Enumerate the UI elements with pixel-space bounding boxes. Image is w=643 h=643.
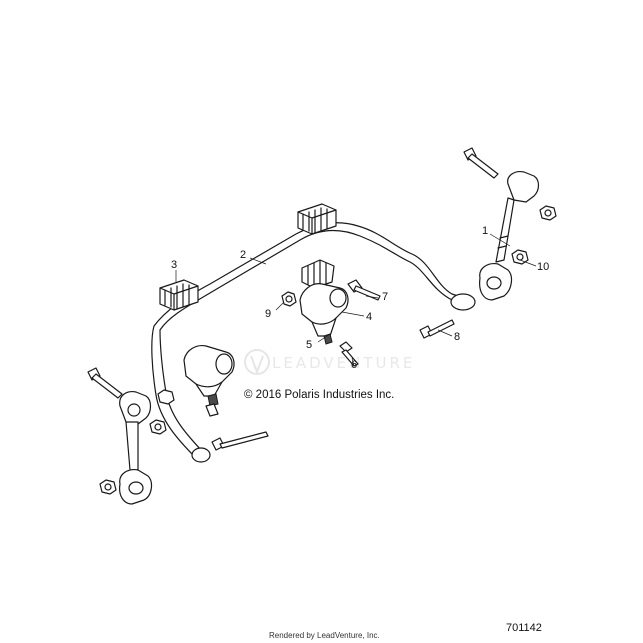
- callout-6: 6: [351, 359, 357, 371]
- callout-labels: 1 2 3 4 5 6 7 8 9 10: [171, 225, 549, 371]
- copyright-notice: © 2016 Polaris Industries Inc.: [244, 389, 394, 401]
- bushing-on-bar: [301, 259, 335, 289]
- callout-2: 2: [240, 249, 246, 261]
- bolt-7: [347, 279, 381, 301]
- bushing-top: [297, 203, 337, 235]
- callout-9: 9: [265, 308, 271, 320]
- nut-left-link: [149, 419, 167, 435]
- clamp-bracket-left: [183, 345, 235, 417]
- bolt-top-right: [463, 147, 499, 179]
- callout-5: 5: [306, 339, 312, 351]
- rendered-by-credit: Rendered by LeadVenture, Inc.: [269, 631, 380, 640]
- nut-10: [511, 249, 529, 265]
- nut-left-bottom: [99, 479, 117, 495]
- watermark-text: LEADVENTURE: [272, 354, 415, 372]
- callout-7: 7: [382, 291, 388, 303]
- callout-8: 8: [454, 331, 460, 343]
- bushing-left: [159, 279, 199, 311]
- bolt-bottom-center: [211, 431, 269, 451]
- stabilizer-bar: [151, 222, 476, 463]
- link-rod-left: [119, 391, 153, 505]
- diagram-number: 701142: [506, 622, 542, 634]
- link-rod-right: [479, 171, 540, 301]
- callout-4: 4: [366, 311, 372, 323]
- bolt-left-top: [87, 367, 123, 399]
- clamp-bracket-right: [299, 283, 349, 345]
- leader-lines: [175, 233, 537, 367]
- bolt-8: [419, 319, 455, 339]
- nut-left-bar: [157, 389, 175, 405]
- callout-3: 3: [171, 259, 177, 271]
- watermark: LEADVENTURE: [244, 349, 415, 375]
- nut-9: [281, 291, 297, 307]
- callout-10: 10: [537, 261, 549, 273]
- callout-1: 1: [482, 225, 488, 237]
- nut-top-right: [539, 205, 557, 221]
